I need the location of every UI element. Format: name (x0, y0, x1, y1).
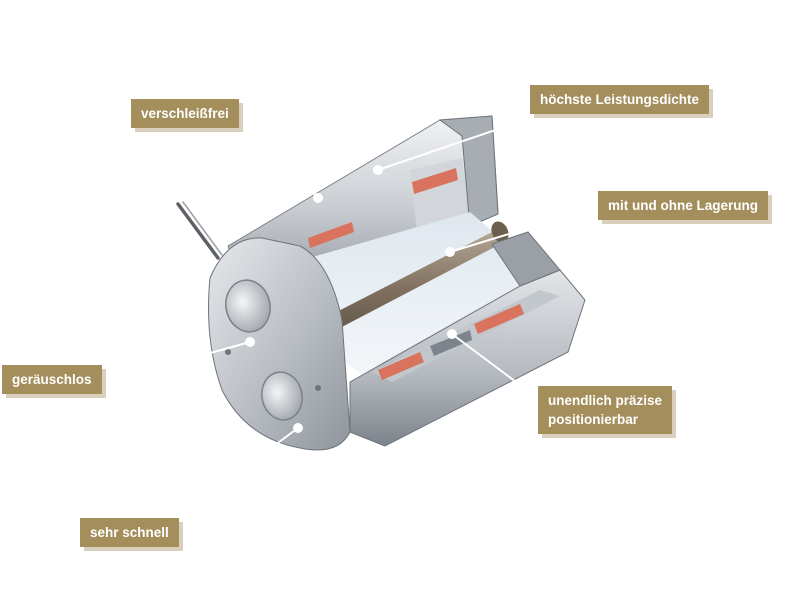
label-hoechste-leistungsdichte: höchste Leistungsdichte (530, 85, 710, 114)
label-unendlich-praezise-positionierbar: unendlich präzise positionierbar (538, 386, 673, 434)
coil-top (308, 168, 458, 248)
label-verschleissfrei: verschleißfrei (131, 99, 239, 128)
coil-bottom (378, 304, 524, 380)
label-unendlich-line-1: unendlich präzise (548, 393, 663, 408)
front-end-cap (208, 237, 351, 451)
leader-lines (119, 107, 601, 531)
label-geraeuschlos: geräuschlos (2, 365, 102, 394)
label-sehr-schnell: sehr schnell (80, 518, 179, 547)
label-mit-und-ohne-lagerung: mit und ohne Lagerung (598, 191, 768, 220)
label-unendlich-line-2: positionierbar (548, 412, 639, 427)
cable (176, 201, 223, 260)
